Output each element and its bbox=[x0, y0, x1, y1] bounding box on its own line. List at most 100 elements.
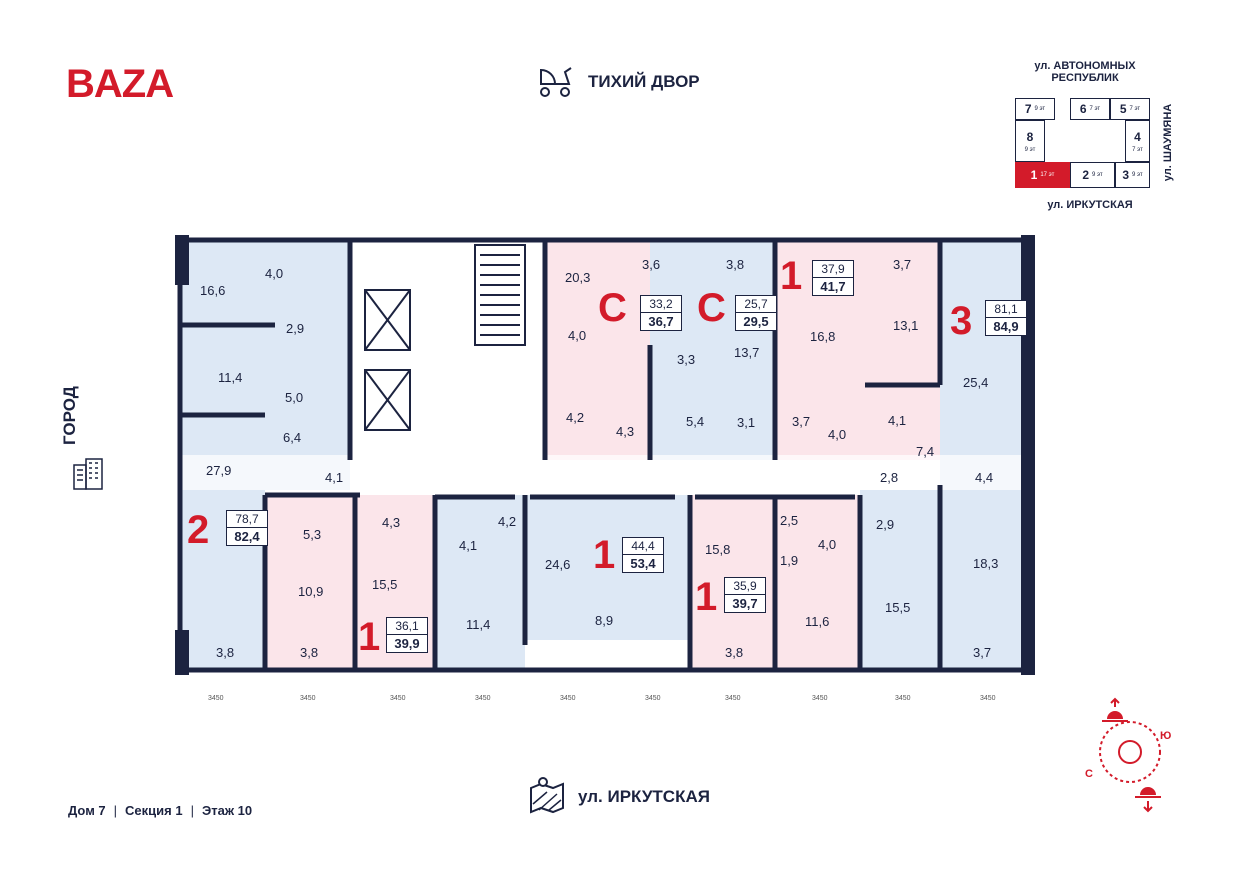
room-area: 4,3 bbox=[382, 515, 401, 530]
room-area: 16,8 bbox=[810, 329, 836, 344]
room-area: 11,6 bbox=[805, 614, 830, 629]
key-plan-street-bottom: ул. ИРКУТСКАЯ bbox=[1047, 199, 1133, 211]
top-street-label: ТИХИЙ ДВОР bbox=[588, 72, 700, 91]
room-area: 4,0 bbox=[828, 427, 847, 442]
apartment-type: 1 bbox=[358, 615, 381, 659]
room-area: 3,3 bbox=[677, 352, 696, 367]
room-area: 11,4 bbox=[218, 370, 243, 385]
room-area: 4,0 bbox=[568, 328, 587, 343]
room-area: 6,4 bbox=[283, 430, 302, 445]
room-area: 3,6 bbox=[642, 257, 661, 272]
room-area: 13,1 bbox=[893, 318, 919, 333]
dimension-label: 3450 bbox=[560, 695, 576, 702]
apartment-type: 1 bbox=[695, 575, 718, 619]
room-area: 4,2 bbox=[498, 514, 517, 529]
room-area: 15,5 bbox=[885, 600, 911, 615]
map-icon bbox=[530, 777, 564, 814]
room-area: 2,9 bbox=[876, 517, 895, 532]
compass-icon bbox=[1099, 721, 1161, 783]
room-area: 3,8 bbox=[216, 645, 235, 660]
room-area: 5,0 bbox=[285, 390, 304, 405]
room-area: 25,4 bbox=[963, 375, 989, 390]
room-area: 27,9 bbox=[206, 463, 232, 478]
room-area: 24,6 bbox=[545, 557, 571, 572]
brand-logo: BAZA bbox=[66, 62, 174, 106]
room-area: 4,4 bbox=[975, 470, 994, 485]
dimension-label: 3450 bbox=[645, 695, 661, 702]
room-area: 1,9 bbox=[780, 553, 799, 568]
room-area: 10,9 bbox=[298, 584, 324, 599]
room-area: 4,1 bbox=[888, 413, 907, 428]
dimension-label: 3450 bbox=[208, 695, 224, 702]
sunrise-icon bbox=[1102, 697, 1128, 722]
footer-house: Дом 7 bbox=[68, 803, 106, 818]
room-area: 4,1 bbox=[325, 470, 344, 485]
room-area: 11,4 bbox=[466, 617, 491, 632]
dimension-label: 3450 bbox=[300, 695, 316, 702]
room-area: 3,7 bbox=[893, 257, 912, 272]
dimension-label: 3450 bbox=[895, 695, 911, 702]
compass-south-label: Ю bbox=[1160, 730, 1172, 742]
stroller-icon bbox=[540, 67, 572, 97]
room-area: 4,0 bbox=[265, 266, 284, 281]
room-area: 3,1 bbox=[737, 415, 756, 430]
room-area: 16,6 bbox=[200, 283, 226, 298]
compass-north-label: С bbox=[1085, 768, 1093, 780]
room-area: 5,3 bbox=[303, 527, 322, 542]
dimension-label: 3450 bbox=[475, 695, 491, 702]
room-area: 5,4 bbox=[686, 414, 705, 429]
bottom-street-label: ул. ИРКУТСКАЯ bbox=[578, 787, 710, 806]
room-area: 3,7 bbox=[973, 645, 992, 660]
city-label: ГОРОД bbox=[60, 386, 79, 445]
key-plan-street-top: ул. АВТОНОМНЫХ РЕСПУБЛИК bbox=[1034, 60, 1136, 84]
apartment-type: 1 bbox=[593, 533, 616, 577]
dimension-label: 3450 bbox=[812, 695, 828, 702]
footer-info: Дом 7|Секция 1|Этаж 10 bbox=[68, 803, 253, 818]
city-buildings-icon bbox=[73, 458, 103, 490]
room-area: 2,8 bbox=[880, 470, 899, 485]
dimension-label: 3450 bbox=[390, 695, 406, 702]
room-area: 3,7 bbox=[792, 414, 811, 429]
apartment-type: С bbox=[697, 286, 726, 330]
room-area: 13,7 bbox=[734, 345, 760, 360]
room-area: 4,2 bbox=[566, 410, 585, 425]
room-area: 7,4 bbox=[916, 444, 935, 459]
key-plan-street-right: ул. ШАУМЯНА bbox=[1162, 103, 1174, 182]
room-area: 18,3 bbox=[973, 556, 999, 571]
sunset-icon bbox=[1135, 787, 1161, 813]
room-area: 4,3 bbox=[616, 424, 635, 439]
apartment-type: 1 bbox=[780, 254, 803, 298]
apartment-type: 3 bbox=[950, 299, 973, 343]
room-area: 15,8 bbox=[705, 542, 731, 557]
footer-floor: Этаж 10 bbox=[201, 803, 253, 818]
room-area: 2,5 bbox=[780, 513, 799, 528]
room-area: 3,8 bbox=[725, 645, 744, 660]
dimension-label: 3450 bbox=[980, 695, 996, 702]
room-area: 4,0 bbox=[818, 537, 837, 552]
apartment-type: 2 bbox=[187, 508, 210, 552]
room-area: 15,5 bbox=[372, 577, 398, 592]
dimension-label: 3450 bbox=[725, 695, 741, 702]
footer-section: Секция 1 bbox=[125, 803, 183, 818]
apartment-type: С bbox=[598, 286, 627, 330]
room-area: 3,8 bbox=[300, 645, 319, 660]
room-area: 3,8 bbox=[726, 257, 745, 272]
room-area: 20,3 bbox=[565, 270, 591, 285]
room-area: 4,1 bbox=[459, 538, 478, 553]
